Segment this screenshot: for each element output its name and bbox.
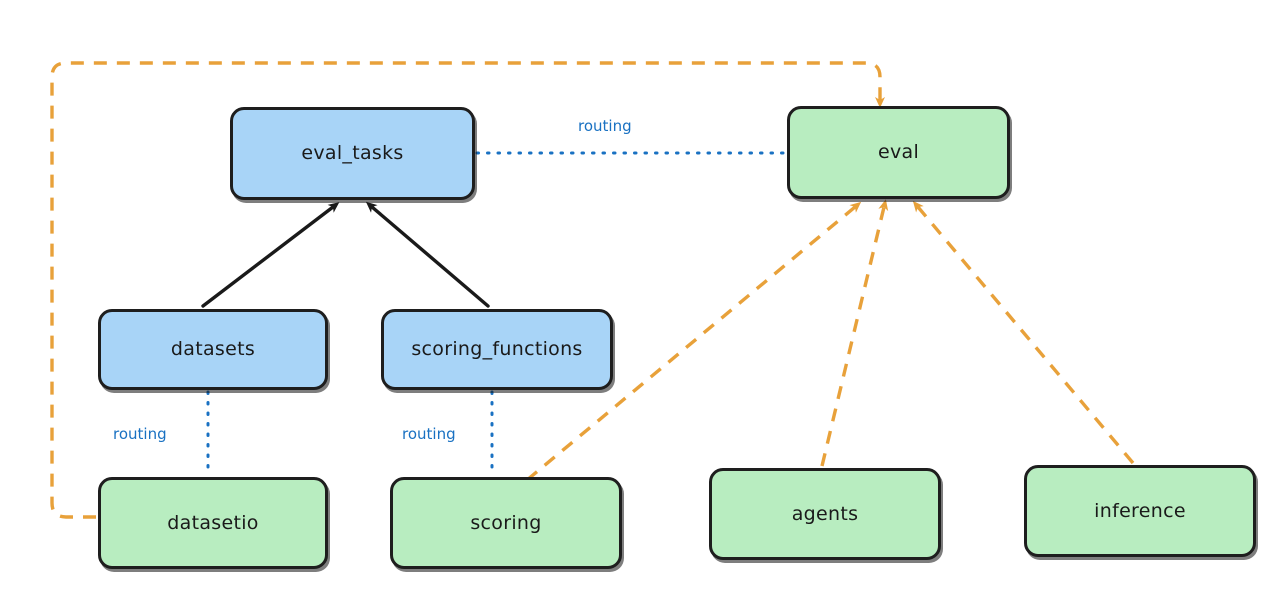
node-datasets[interactable]: datasets	[98, 309, 328, 390]
edge-label-routing-eval_tasks-eval: routing	[578, 117, 632, 135]
edge-agents-to-eval	[820, 199, 889, 467]
node-label-scoring: scoring	[470, 511, 542, 534]
node-label-agents: agents	[791, 502, 859, 525]
node-eval[interactable]: eval	[787, 106, 1010, 199]
edge-scoring_functions-to-eval_tasks	[365, 201, 490, 308]
node-scoring_functions[interactable]: scoring_functions	[381, 309, 613, 390]
node-scoring[interactable]: scoring	[390, 477, 622, 569]
node-label-eval_tasks: eval_tasks	[301, 142, 404, 165]
node-agents[interactable]: agents	[709, 468, 941, 560]
node-inference[interactable]: inference	[1024, 465, 1256, 557]
edge-datasets-to-eval_tasks	[201, 202, 340, 308]
edge-label-routing-scoring_functions-scoring: routing	[402, 425, 456, 443]
edge-label-routing-datasets-datasetio: routing	[113, 425, 167, 443]
node-label-datasetio: datasetio	[167, 511, 259, 534]
node-datasetio[interactable]: datasetio	[98, 477, 328, 569]
node-label-inference: inference	[1094, 499, 1186, 522]
edge-inference-to-eval	[912, 200, 1135, 465]
node-label-scoring_functions: scoring_functions	[411, 338, 583, 361]
node-label-eval: eval	[877, 141, 920, 164]
node-label-datasets: datasets	[170, 338, 256, 361]
node-eval_tasks[interactable]: eval_tasks	[230, 107, 475, 200]
